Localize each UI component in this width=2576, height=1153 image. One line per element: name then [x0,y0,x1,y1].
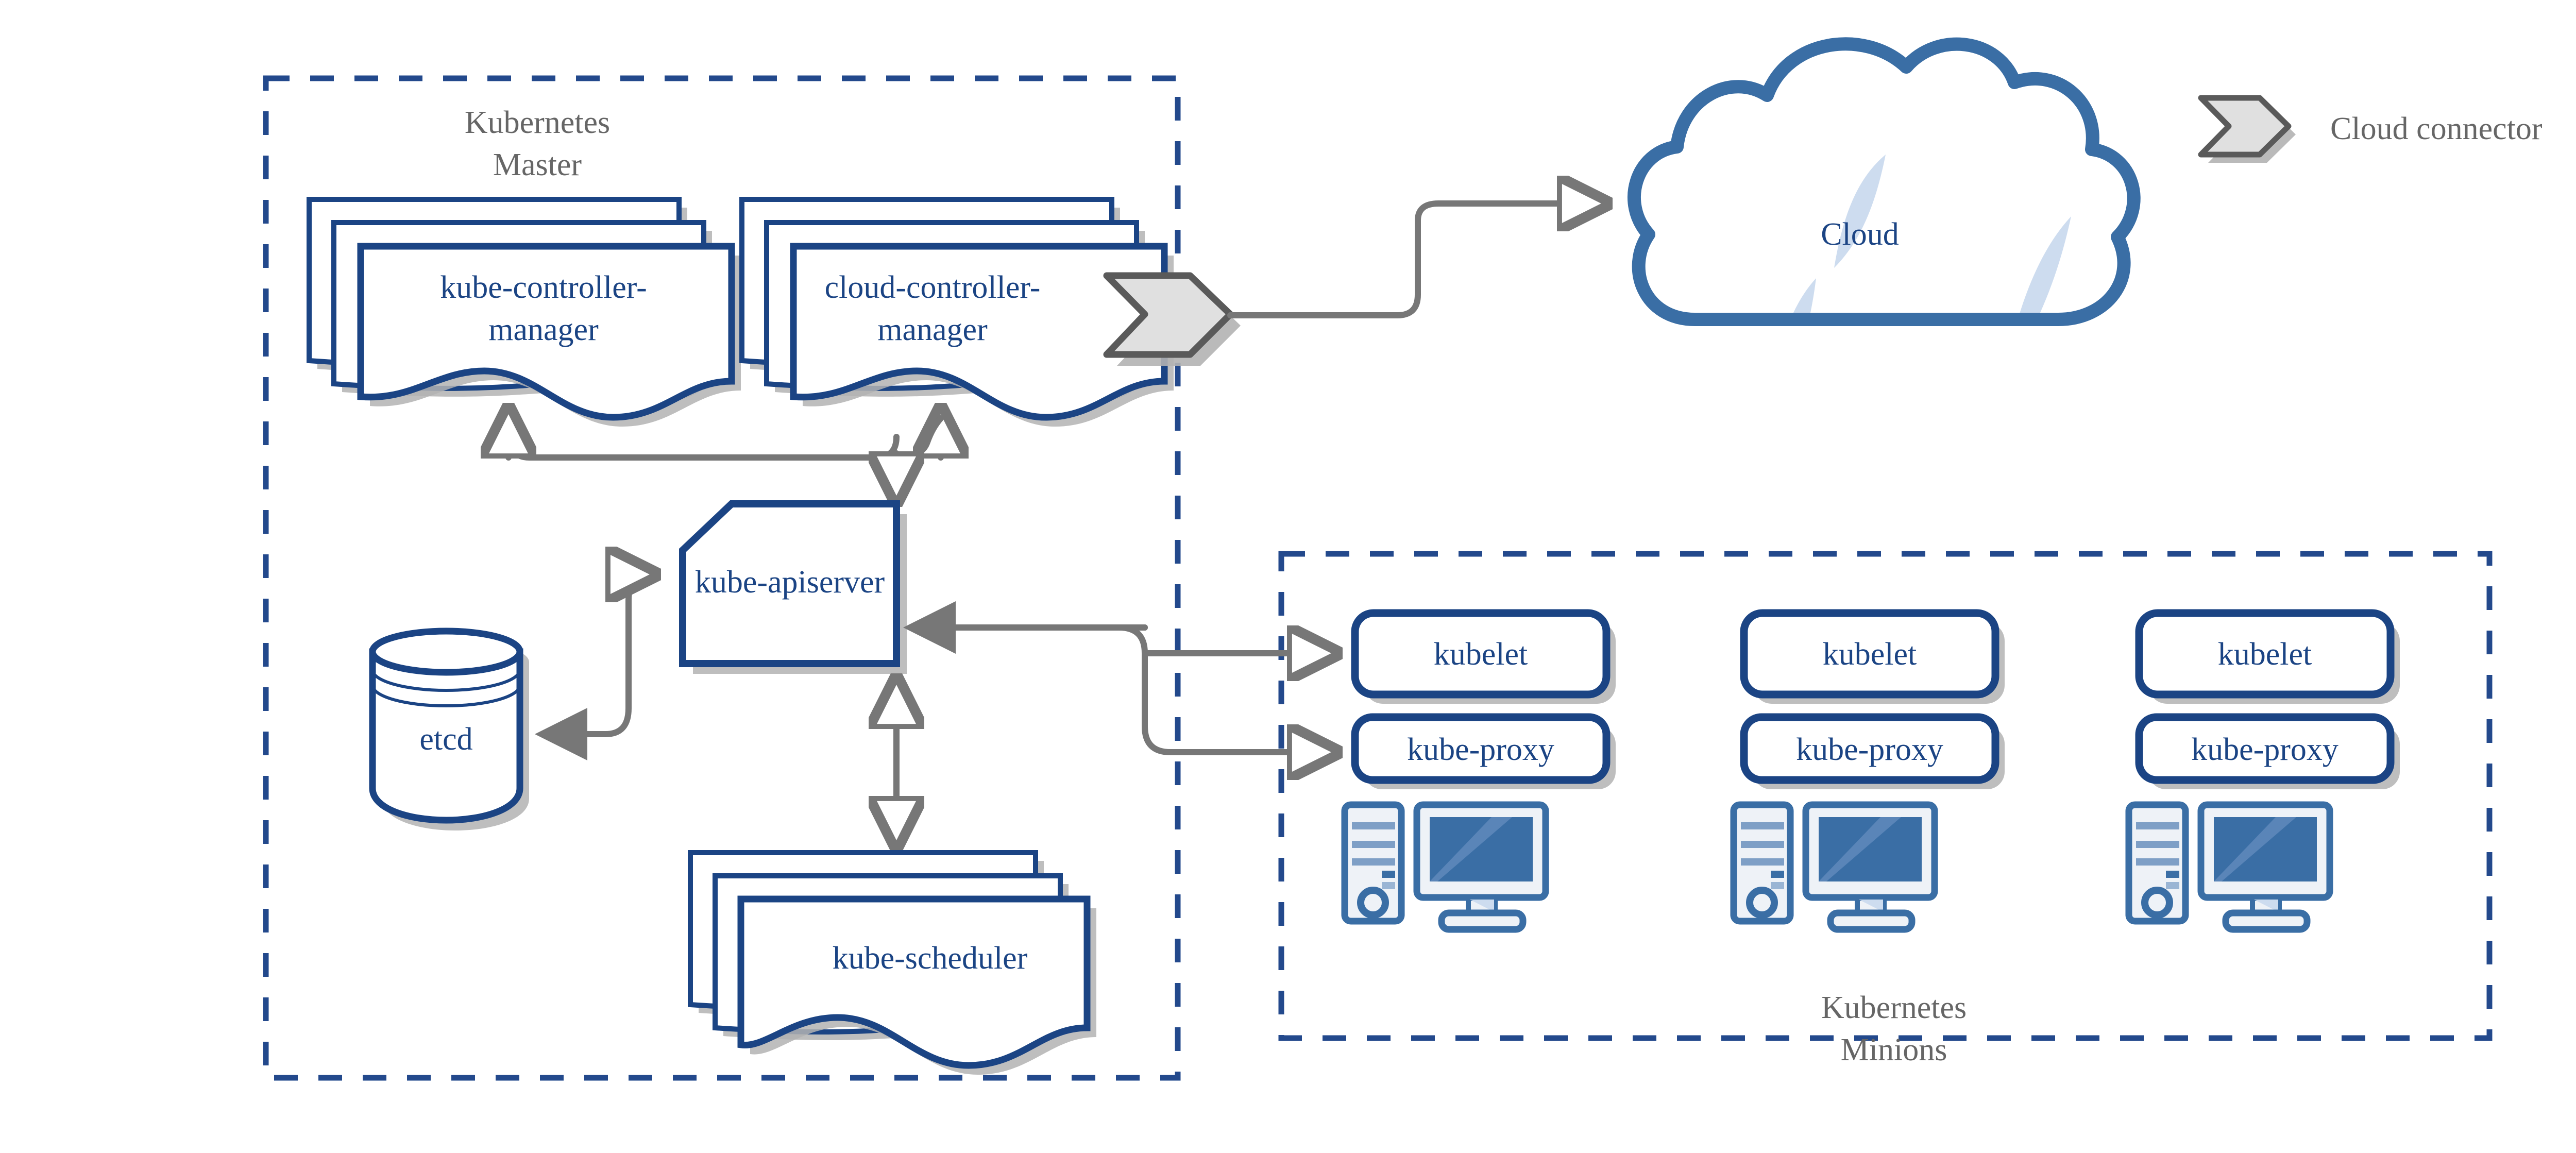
kubernetes-minions-label-line2: Minions [1841,1032,1947,1067]
kube-scheduler-node[interactable]: kube-scheduler [688,850,1096,1075]
node-2-kubelet-label: kubelet [1823,637,1917,672]
etcd-label: etcd [419,722,472,757]
edge-cloud-connector-to-cloud [1227,204,1603,318]
kube-apiserver-node[interactable]: kube-apiserver [679,500,907,674]
edge-apiserver-to-etcd [544,574,652,734]
legend-cloud-connector-label: Cloud connector [2330,111,2543,146]
node-1-kube-proxy-box[interactable] [1351,713,1611,784]
node-1-kube-proxy-label: kube-proxy [1407,732,1554,767]
node-2-computer-icon [1730,801,1938,933]
node-3-kube-proxy-label: kube-proxy [2191,732,2338,767]
node-2-kube-proxy-box[interactable] [1740,713,1999,784]
kubernetes-minions-label-line1: Kubernetes [1821,990,1967,1025]
node-3-kubelet-box[interactable] [2135,609,2395,699]
kube-controller-manager-label-line2: manager [488,312,599,347]
node-2-kube-proxy-label: kube-proxy [1796,732,1943,767]
edge-apiserver-to-node-trunk [1116,624,1333,752]
kubernetes-master-label-line1: Kubernetes [465,105,610,140]
node-2-kubelet-box[interactable] [1740,609,1999,699]
edge-controllers-branch-link [893,415,944,461]
node-2[interactable]: kubelet kube-proxy [1730,609,2005,933]
node-3-kube-proxy-box[interactable] [2135,713,2395,784]
node-1-kubelet-box[interactable] [1351,609,1611,699]
kube-controller-manager-node[interactable]: kube-controller- manager [307,197,741,427]
kube-scheduler-label: kube-scheduler [833,941,1028,976]
node-1-kubelet-label: kubelet [1434,637,1528,672]
kubernetes-master-label-line2: Master [493,147,582,182]
node-3[interactable]: kubelet kube-proxy [2125,609,2400,933]
cloud-connector-icon [1103,272,1241,366]
node-1-computer-icon [1341,801,1549,933]
node-3-computer-icon [2125,801,2333,933]
legend-cloud-connector: Cloud connector [2198,95,2543,163]
cloud-controller-manager-label-line1: cloud-controller- [825,270,1041,305]
cloud-controller-manager-node[interactable]: cloud-controller- manager [739,197,1174,427]
kubernetes-master-boundary [263,75,1181,1081]
kube-apiserver-label: kube-apiserver [695,565,885,600]
cloud-controller-manager-label-line2: manager [877,312,988,347]
cloud-label: Cloud [1821,217,1899,252]
edge-apiserver-to-controllers-trunk [505,429,900,461]
node-1[interactable]: kubelet kube-proxy [1341,609,1616,933]
cloud-node[interactable]: Cloud [1623,21,2169,407]
node-3-kubelet-label: kubelet [2218,637,2312,672]
etcd-node[interactable]: etcd [369,628,529,830]
kube-controller-manager-label-line1: kube-controller- [440,270,647,305]
